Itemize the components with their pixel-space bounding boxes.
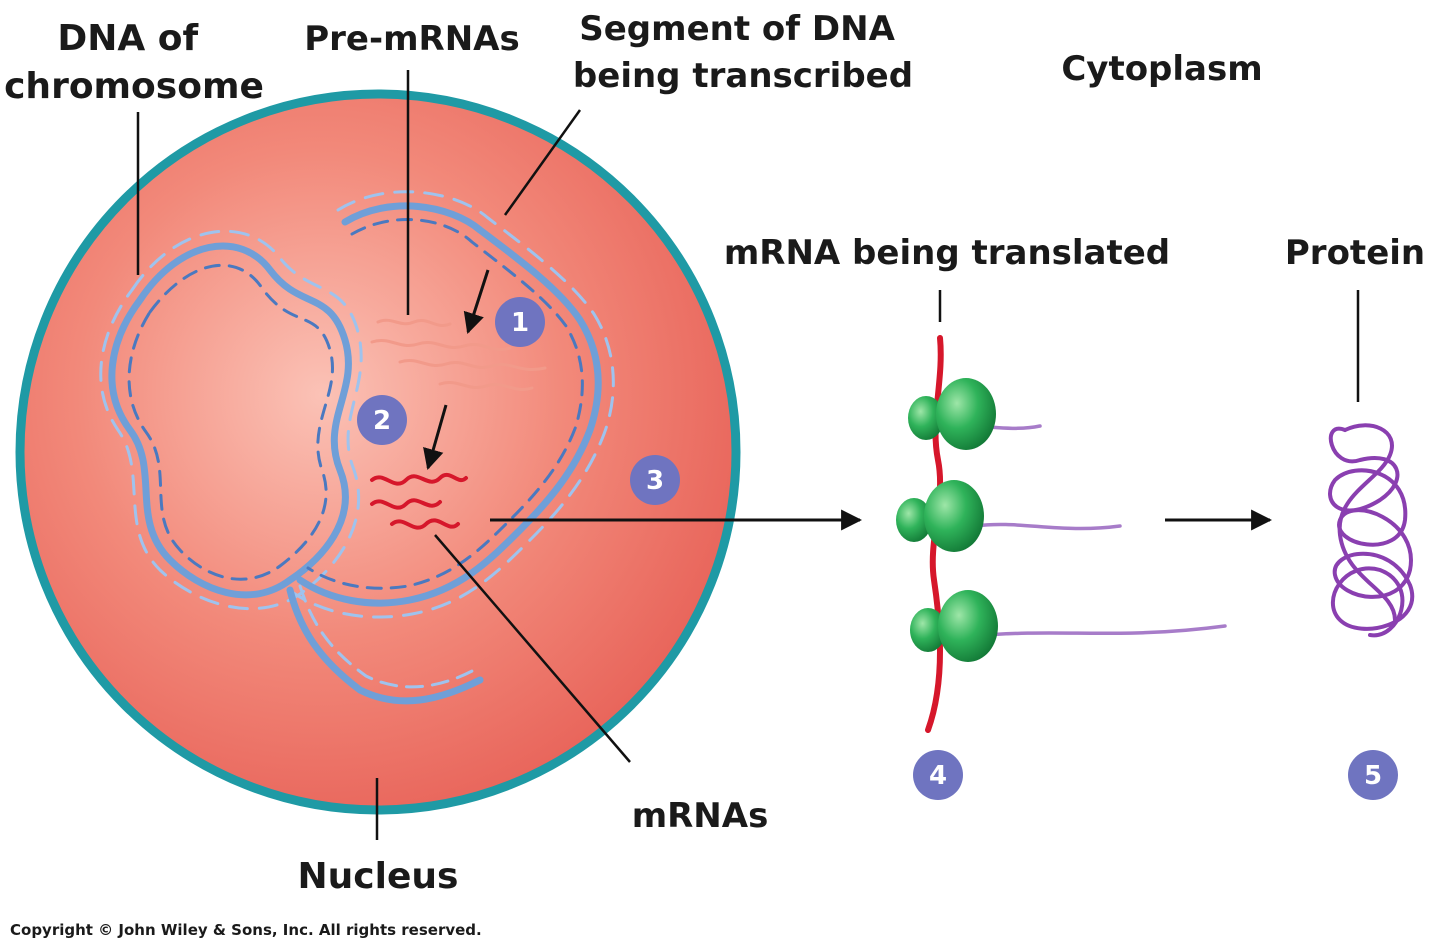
ribosome-1 <box>908 378 996 450</box>
svg-text:1: 1 <box>511 308 529 338</box>
step-badge-3: 3 <box>630 455 680 505</box>
label-nucleus: Nucleus <box>298 856 459 897</box>
step-badge-2: 2 <box>357 395 407 445</box>
dna-segment-transcribed <box>286 190 615 705</box>
copyright-notice: Copyright © John Wiley & Sons, Inc. All … <box>10 921 482 939</box>
label-mrnas: mRNAs <box>632 796 769 836</box>
svg-text:4: 4 <box>929 761 947 791</box>
dna-chromosome-left <box>99 229 363 611</box>
label-cytoplasm: Cytoplasm <box>1061 49 1262 89</box>
arrow-transcription <box>463 269 490 334</box>
polyribosome <box>896 335 1227 733</box>
labels: DNA of chromosome Pre-mRNAs Segment of D… <box>4 9 1425 897</box>
polypeptide-3 <box>973 624 1227 638</box>
label-segment-of-dna: Segment of DNA being transcribed <box>573 9 913 96</box>
pre-mrna-strands <box>370 318 547 391</box>
svg-text:3: 3 <box>646 466 664 496</box>
step-badge-4: 4 <box>913 750 963 800</box>
polypeptide-2 <box>973 522 1122 531</box>
label-pre-mrnas: Pre-mRNAs <box>304 19 519 59</box>
svg-text:5: 5 <box>1364 761 1382 791</box>
arrows <box>423 269 1273 531</box>
ribosome-3 <box>910 590 998 662</box>
leader-lines <box>136 70 1360 840</box>
step-badge-1: 1 <box>495 297 545 347</box>
svg-text:2: 2 <box>373 406 391 436</box>
folded-protein <box>1328 423 1415 638</box>
label-protein: Protein <box>1285 233 1425 273</box>
arrow-processing <box>423 404 448 471</box>
step-badge-5: 5 <box>1348 750 1398 800</box>
label-dna-of-chromosome: DNA of chromosome <box>4 18 264 107</box>
label-mrna-being-translated: mRNA being translated <box>724 233 1170 273</box>
step-badges: 1 2 3 4 5 <box>357 297 1398 800</box>
mrna-strands <box>370 472 468 530</box>
ribosome-2 <box>896 480 984 552</box>
